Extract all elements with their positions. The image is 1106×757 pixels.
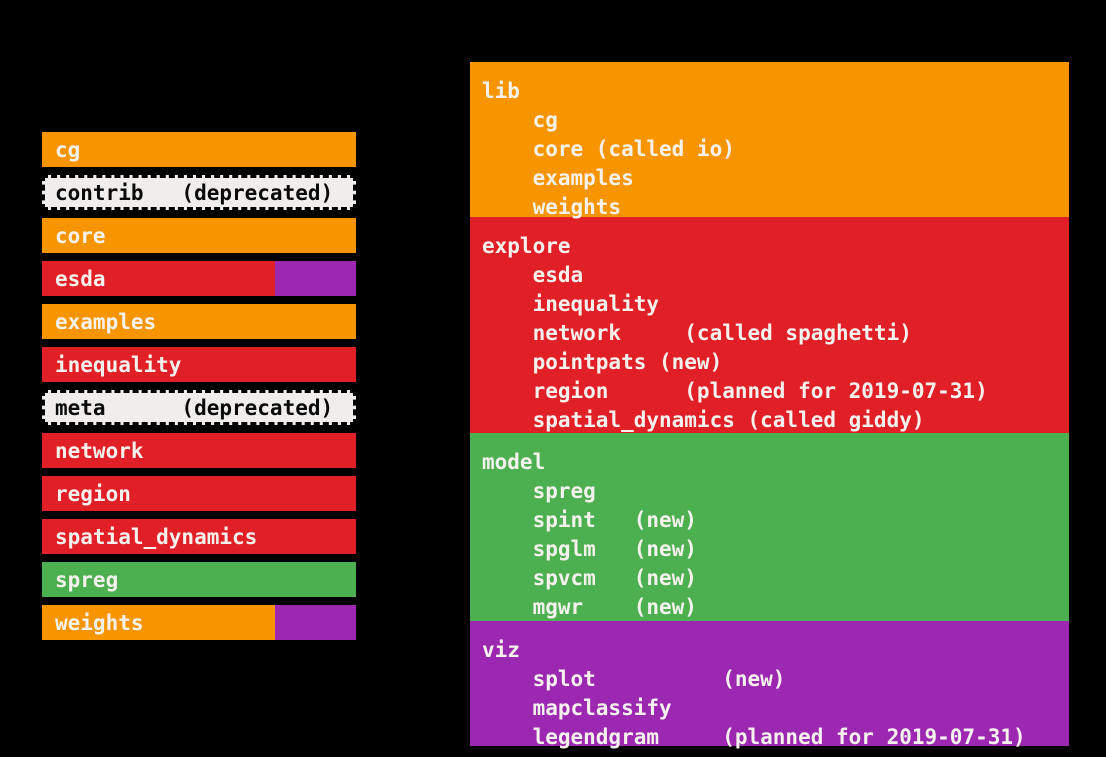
bar-label: contrib (deprecated) — [55, 180, 334, 205]
bar-label: meta (deprecated) — [55, 395, 334, 420]
bar-examples: examples — [42, 304, 356, 339]
bar-label: esda — [55, 266, 106, 291]
module-item: mapclassify — [482, 696, 672, 720]
block-model: model spreg spint (new) spglm (new) spvc… — [470, 433, 1069, 621]
bar-cg: cg — [42, 132, 356, 167]
block-viz: viz splot (new) mapclassify legendgram (… — [470, 621, 1069, 749]
block-lib: lib cg core (called io) examples weights — [470, 62, 1069, 219]
bar-label: spreg — [55, 567, 119, 592]
bar-label: examples — [55, 309, 157, 334]
module-item: weights — [482, 195, 622, 219]
module-item: inequality — [482, 292, 660, 316]
bar-label: network — [55, 438, 144, 463]
bar-inequality: inequality — [42, 347, 356, 382]
module-item: region (planned for 2019-07-31) — [482, 379, 988, 403]
bar-contrib-deprecated: contrib (deprecated) — [42, 175, 356, 210]
module-item: legendgram (planned for 2019-07-31) — [482, 725, 1026, 749]
module-item: spreg — [482, 479, 596, 503]
block-header: model — [482, 450, 546, 474]
block-header: lib — [482, 79, 520, 103]
module-item: spglm (new) — [482, 537, 697, 561]
new-modules-panel: lib cg core (called io) examples weights… — [470, 62, 1069, 749]
module-item: examples — [482, 166, 634, 190]
module-item: network (called spaghetti) — [482, 321, 912, 345]
module-item: mgwr (new) — [482, 595, 697, 619]
block-header: explore — [482, 234, 571, 258]
block-explore: explore esda inequality network (called … — [470, 217, 1069, 433]
bar-label: cg — [55, 137, 81, 162]
module-item: cg — [482, 108, 558, 132]
old-packages-panel: cg contrib (deprecated) core esda exampl… — [42, 132, 356, 648]
bar-meta-deprecated: meta (deprecated) — [42, 390, 356, 425]
bar-label: core — [55, 223, 106, 248]
bar-label: region — [55, 481, 131, 506]
module-item: core (called io) — [482, 137, 735, 161]
module-item: spatial_dynamics (called giddy) — [482, 408, 925, 432]
module-item: splot (new) — [482, 667, 786, 691]
module-item: spvcm (new) — [482, 566, 697, 590]
bar-label: spatial_dynamics — [55, 524, 258, 549]
bar-network: network — [42, 433, 356, 468]
bar-label: inequality — [55, 352, 182, 377]
block-header: viz — [482, 638, 520, 662]
purple-segment — [275, 605, 356, 640]
bar-label: weights — [55, 610, 144, 635]
module-item: esda — [482, 263, 584, 287]
module-item: pointpats (new) — [482, 350, 723, 374]
bar-region: region — [42, 476, 356, 511]
bar-core: core — [42, 218, 356, 253]
module-item: spint (new) — [482, 508, 697, 532]
bar-spatial-dynamics: spatial_dynamics — [42, 519, 356, 554]
purple-segment — [275, 261, 356, 296]
bar-weights: weights — [42, 605, 356, 640]
bar-esda: esda — [42, 261, 356, 296]
bar-spreg: spreg — [42, 562, 356, 597]
